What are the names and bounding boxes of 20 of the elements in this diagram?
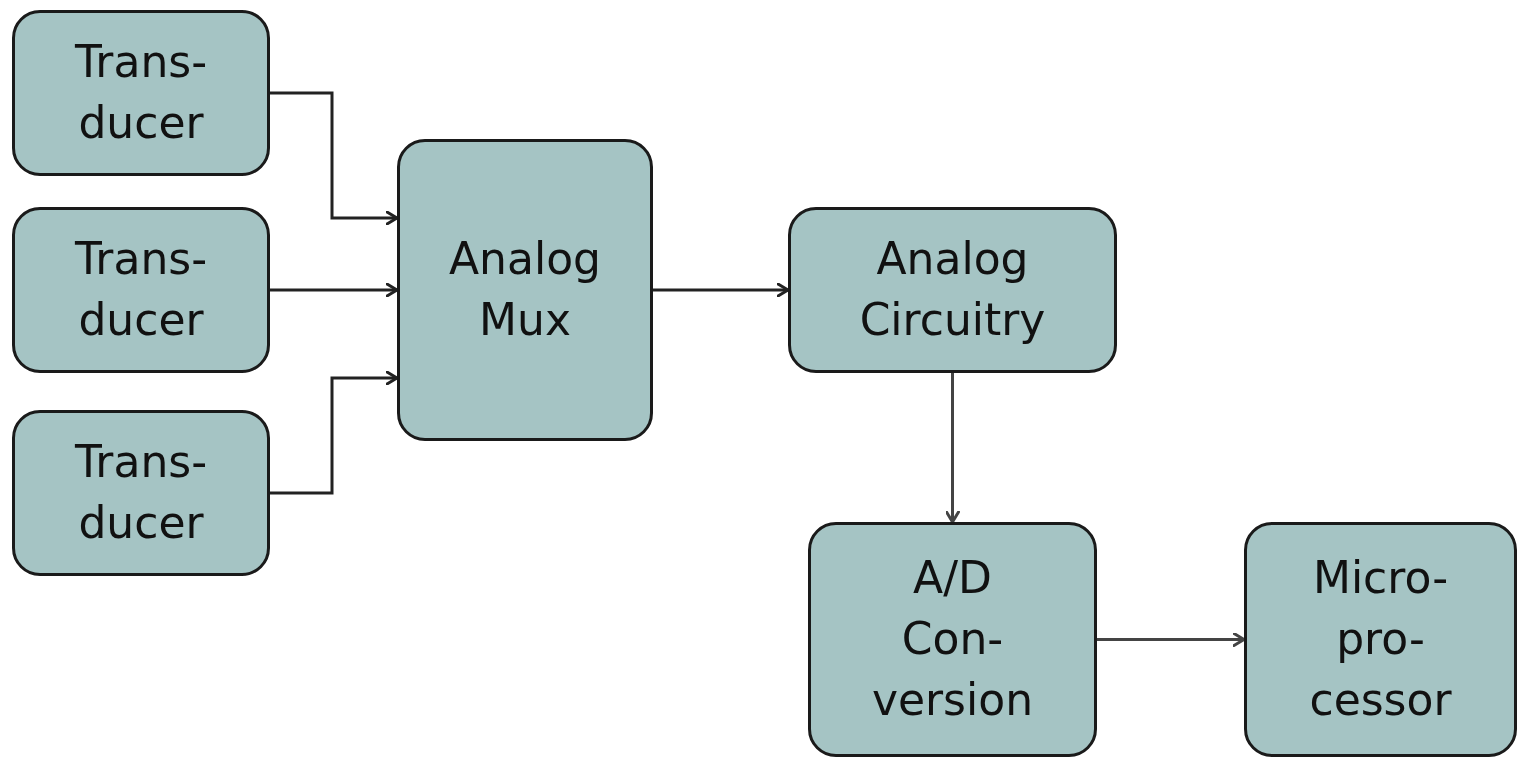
arrow xyxy=(945,373,960,524)
box-label: A/D Con- version xyxy=(871,551,1034,727)
box-label: Analog Mux xyxy=(449,232,601,347)
arrow xyxy=(270,91,399,226)
process-box xyxy=(12,410,270,576)
process-box xyxy=(788,207,1117,373)
process-box xyxy=(808,522,1097,757)
box-label: Micro- pro- cessor xyxy=(1309,551,1452,727)
process-box xyxy=(397,139,653,441)
box-label: Trans- ducer xyxy=(74,232,208,347)
arrow xyxy=(1097,632,1246,647)
box-label: Trans- ducer xyxy=(74,35,208,150)
box-label: Analog Circuitry xyxy=(859,232,1046,347)
process-box xyxy=(12,207,270,373)
process-box xyxy=(1244,522,1517,757)
arrow xyxy=(653,282,790,298)
arrow xyxy=(270,282,399,298)
arrow xyxy=(270,370,399,495)
box-label: Trans- ducer xyxy=(74,435,208,550)
process-box xyxy=(12,10,270,176)
